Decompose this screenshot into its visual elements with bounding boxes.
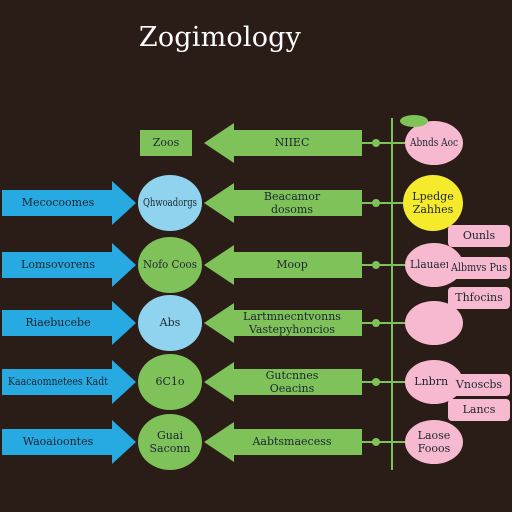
- left-arrow-label-2: Lomsovorens: [21, 258, 95, 271]
- node-label-4: 6C1o: [155, 375, 184, 388]
- left-arrow-5: [2, 420, 136, 464]
- right-circle-0: [405, 121, 463, 165]
- node-label-1: Qhwoadorgs: [143, 196, 197, 209]
- connector-dot-1: [372, 199, 380, 207]
- connector-dot-4: [372, 378, 380, 386]
- right-circle-3: [405, 301, 463, 345]
- right-circle-label-2: Llauaens: [410, 258, 458, 271]
- top-bubble: [400, 115, 428, 127]
- side-tag-label-0: Ounls: [463, 229, 496, 242]
- connector-dot-0: [372, 139, 380, 147]
- right-circle-label-0: Abnds Aoc: [409, 136, 458, 149]
- diagram-title: Zogimology: [138, 22, 302, 53]
- right-circle-label-1: Lpedge: [412, 190, 453, 203]
- side-tag-4: [448, 399, 510, 421]
- node-label-2: Nofo Coos: [143, 258, 197, 271]
- side-tag-label-4: Lancs: [463, 403, 496, 416]
- side-tag-label-3: Vnoscbs: [455, 378, 502, 391]
- node-circle-3: [138, 295, 202, 351]
- side-tag-1: [448, 257, 510, 279]
- right-circle-label-4: Lnbrns: [414, 375, 454, 388]
- left-arrow-label-4: Kaacaomnetees Kadt: [8, 375, 108, 388]
- right-circle-5: [405, 420, 463, 464]
- node-circle-5: [138, 414, 202, 470]
- green-arrow-1: [204, 183, 362, 223]
- right-circle-label-1-line2: Zahhes: [413, 203, 454, 216]
- top-box: [140, 130, 192, 156]
- side-tag-0: [448, 225, 510, 247]
- right-circle-label-5: Laose: [418, 429, 451, 442]
- side-tag-label-1: Albmvs Pus: [450, 261, 507, 274]
- green-arrow-label-1-line2: dosoms: [271, 203, 313, 216]
- right-circle-1: [403, 175, 463, 231]
- connector-dot-5: [372, 438, 380, 446]
- green-arrow-label-5: Aabtsmaecess: [251, 435, 331, 448]
- side-tag-label-2: Thfocins: [455, 291, 503, 304]
- side-tag-3: [448, 374, 510, 396]
- left-arrow-4: [2, 360, 136, 404]
- green-arrow-5: [204, 422, 362, 462]
- node-circle-1: [138, 175, 202, 231]
- left-arrow-label-3: Riaebucebe: [25, 316, 90, 329]
- side-tag-2: [448, 287, 510, 309]
- connector-dot-2: [372, 261, 380, 269]
- node-label-3: Abs: [159, 316, 181, 329]
- node-label-5-line2: Saconn: [149, 442, 190, 455]
- green-arrow-2: [204, 245, 362, 285]
- green-arrow-label-1: Beacamor: [264, 190, 321, 203]
- left-arrow-label-1: Mecocoomes: [22, 196, 95, 209]
- left-arrow-2: [2, 243, 136, 287]
- green-arrow-label-4-line2: Oeacins: [270, 382, 315, 395]
- right-circle-label-5-line2: Fooos: [418, 442, 451, 455]
- node-circle-4: [138, 354, 202, 410]
- green-arrow-label-3: Lartmnecntvonns: [243, 310, 341, 323]
- green-arrow-label-0: NIIEC: [275, 136, 310, 149]
- left-arrow-label-5: Waoaioontes: [23, 435, 94, 448]
- left-arrow-1: [2, 181, 136, 225]
- left-arrow-3: [2, 301, 136, 345]
- green-arrow-3: [204, 303, 362, 343]
- node-circle-2: [138, 237, 202, 293]
- node-label-5: Guai: [157, 429, 183, 442]
- node-label-0: Zoos: [153, 136, 180, 149]
- green-arrow-0: [204, 123, 362, 163]
- connector-dot-3: [372, 319, 380, 327]
- green-arrow-label-4: Gutcnnes: [266, 369, 319, 382]
- green-arrow-label-3-line2: Vastepyhoncios: [248, 323, 335, 336]
- green-arrow-label-2: Moop: [276, 258, 308, 271]
- green-arrow-4: [204, 362, 362, 402]
